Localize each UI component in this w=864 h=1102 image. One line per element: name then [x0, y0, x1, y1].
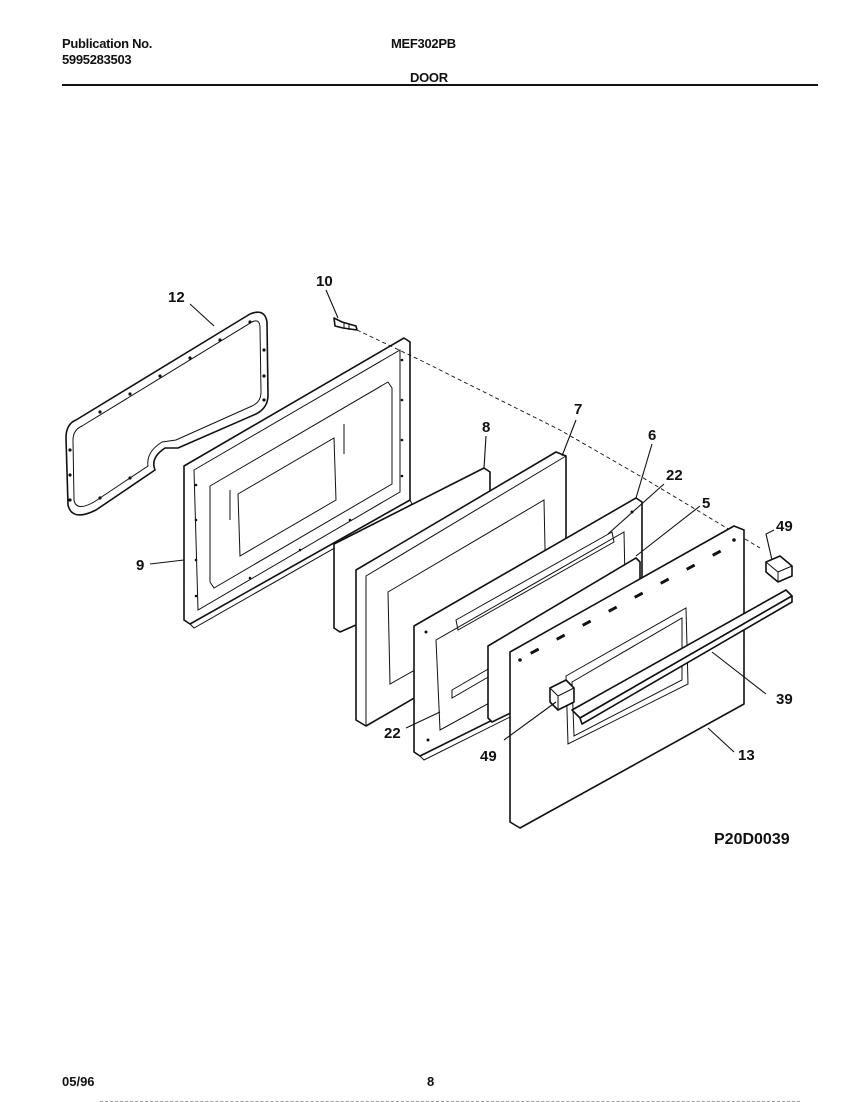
- alignment-line: [356, 329, 761, 549]
- callout-22-bottom: 22: [384, 725, 401, 742]
- callout-39: 39: [776, 691, 793, 708]
- callout-5: 5: [702, 495, 710, 512]
- callout-8: 8: [482, 419, 490, 436]
- part-9-inner-door: [183, 337, 413, 629]
- section-title: DOOR: [410, 70, 448, 85]
- part-10-screw: [333, 317, 358, 331]
- part-12-gasket: [65, 311, 269, 516]
- callout-10: 10: [316, 273, 333, 290]
- callout-6: 6: [648, 427, 656, 444]
- callout-12: 12: [168, 289, 185, 306]
- footer-page-number: 8: [427, 1074, 435, 1089]
- callout-13: 13: [738, 747, 755, 764]
- callout-9: 9: [136, 557, 144, 574]
- leader-lines: [149, 289, 775, 753]
- part-13-outer-panel: [509, 525, 745, 829]
- footer-date: 05/96: [62, 1074, 95, 1089]
- figure-id: P20D0039: [714, 831, 790, 848]
- callout-49-top: 49: [776, 518, 793, 535]
- part-49-end-cap-right: [765, 555, 793, 583]
- callout-22-top: 22: [666, 467, 683, 484]
- model-number: MEF302PB: [391, 36, 456, 51]
- part-39-handle: [571, 589, 793, 725]
- callout-49-bottom: 49: [480, 748, 497, 765]
- publication-label: Publication No.: [62, 36, 153, 51]
- callout-7: 7: [574, 401, 582, 418]
- publication-number: 5995283503: [62, 52, 132, 67]
- header-rule: [62, 84, 818, 86]
